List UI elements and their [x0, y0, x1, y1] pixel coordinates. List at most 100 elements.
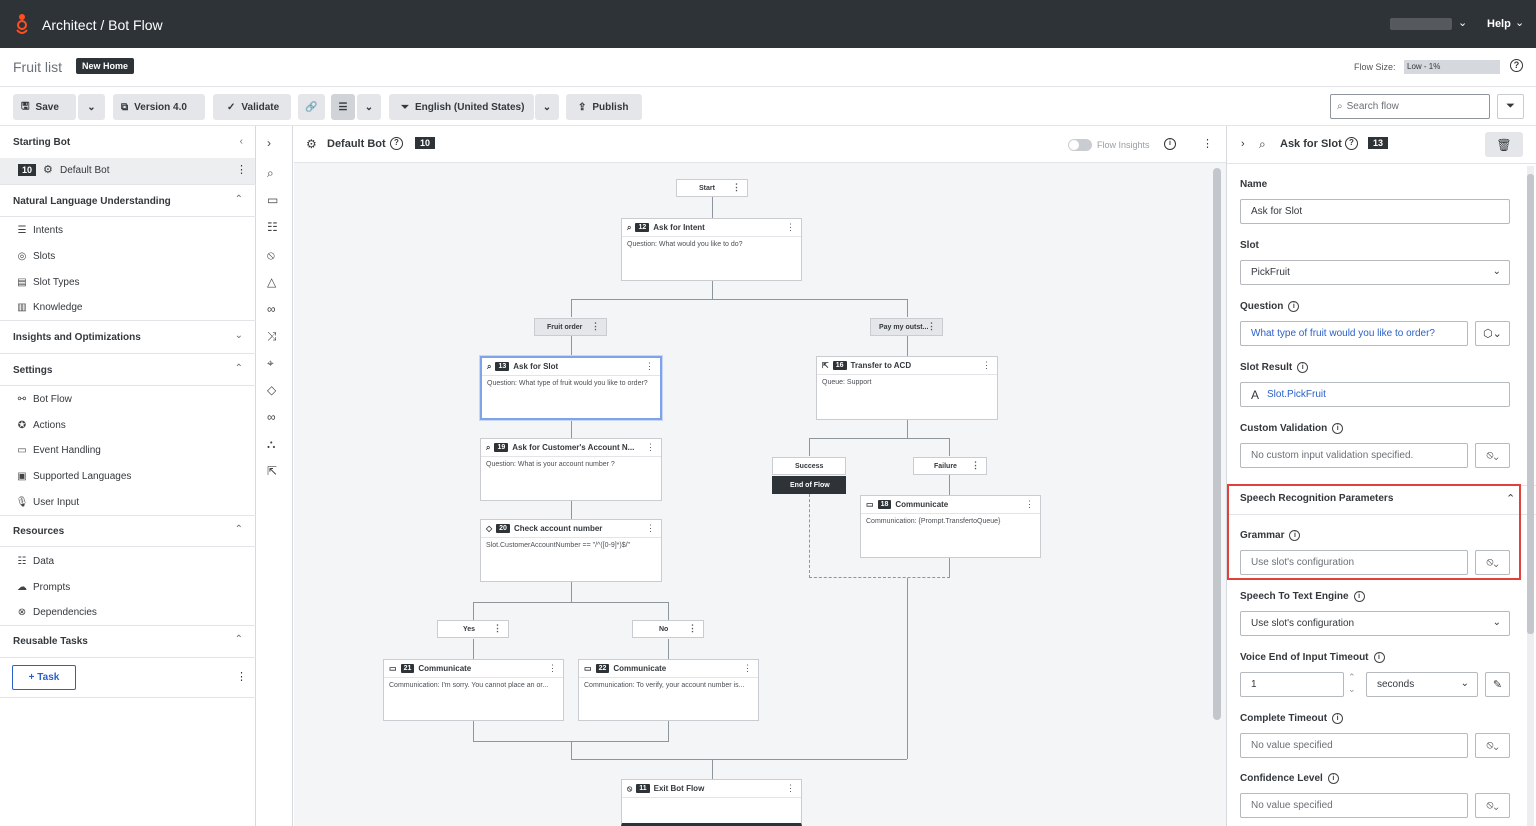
more-icon[interactable]: ⋮ [236, 671, 247, 683]
custom-validation-field[interactable]: No custom input validation specified. [1240, 443, 1468, 468]
info-icon[interactable]: i [1327, 773, 1339, 784]
nav-item-slot-types[interactable]: ▤Slot Types [17, 276, 80, 288]
data-icon[interactable]: ☷ [267, 220, 278, 234]
chevron-up-icon[interactable]: ⌃ [234, 194, 243, 205]
decision-icon[interactable]: ◇ [267, 383, 277, 397]
settings-header[interactable]: Settings [13, 365, 53, 376]
more-icon[interactable]: ⋮ [743, 663, 752, 673]
view-dropdown-button[interactable]: ⌄ [357, 94, 381, 120]
more-icon[interactable]: ⋮ [732, 182, 741, 192]
info-icon[interactable]: i [1353, 591, 1365, 602]
more-icon[interactable]: ⋮ [982, 360, 991, 370]
nav-item-knowledge[interactable]: ▥Knowledge [17, 301, 83, 313]
language-select[interactable]: ⏷English (United States) [389, 94, 534, 120]
chevron-up-icon[interactable]: ⌃ [234, 363, 243, 374]
name-field[interactable]: Ask for Slot [1240, 199, 1510, 224]
complete-timeout-field[interactable]: No value specified [1240, 733, 1468, 758]
info-icon[interactable]: i [1297, 362, 1309, 373]
nav-item-event-handling[interactable]: ▭Event Handling [17, 444, 101, 456]
start-node[interactable]: Start⋮ [676, 179, 748, 197]
add-task-button[interactable]: + Task [12, 665, 76, 690]
filter-button[interactable]: ⏷ [1497, 94, 1524, 119]
info-icon[interactable]: i [1373, 652, 1385, 663]
info-icon[interactable]: i [1164, 138, 1176, 150]
path-success[interactable]: Success [772, 457, 846, 475]
chevron-down-icon[interactable]: ⌄ [234, 330, 243, 341]
save-button[interactable]: 🖫Save [13, 94, 76, 120]
more-icon[interactable]: ⋮ [646, 442, 655, 452]
more-icon[interactable]: ⋮ [786, 783, 795, 793]
delete-button[interactable]: 🗑 [1485, 132, 1523, 157]
search-input[interactable]: ⌕Search flow [1330, 94, 1490, 119]
question-options-button[interactable]: ⬡⌄ [1475, 321, 1510, 346]
hierarchy-icon[interactable]: ⛬ [267, 437, 276, 451]
expand-icon[interactable]: › [267, 136, 271, 150]
info-icon[interactable]: i [1332, 423, 1344, 434]
more-icon[interactable]: ⋮ [645, 361, 654, 371]
warning-icon[interactable]: △ [267, 275, 277, 289]
nav-item-bot-flow[interactable]: ⚯Bot Flow [17, 393, 72, 405]
chevron-down-icon[interactable]: ⌄ [1515, 17, 1525, 29]
help-icon[interactable]: ? [1345, 137, 1358, 150]
nav-item-prompts[interactable]: ☁Prompts [17, 581, 71, 593]
binoculars-icon[interactable]: ∞ [267, 302, 276, 316]
chevron-left-icon[interactable]: ‹ [239, 136, 243, 147]
nav-item-actions[interactable]: ✪Actions [17, 419, 66, 431]
reusable-tasks-header[interactable]: Reusable Tasks [13, 636, 88, 647]
version-button[interactable]: ⧉Version 4.0 [113, 94, 205, 120]
stt-select[interactable]: Use slot's configuration⌄ [1240, 611, 1510, 636]
more-icon[interactable]: ⋮ [591, 321, 600, 331]
more-icon[interactable]: ⋮ [786, 222, 795, 232]
list-view-button[interactable]: ☰ [331, 94, 355, 120]
voice-timeout-unit-select[interactable]: seconds⌄ [1366, 672, 1478, 697]
nav-item-intents[interactable]: ☰Intents [17, 224, 64, 236]
insights-header[interactable]: Insights and Optimizations [13, 332, 141, 343]
chevron-up-icon[interactable]: ⌃ [234, 524, 243, 535]
save-dropdown-button[interactable]: ⌄ [78, 94, 105, 120]
chevron-up-icon[interactable]: ⌃ [1506, 493, 1516, 505]
disconnect-icon[interactable]: ⦸ [267, 248, 275, 262]
path-fruit-order[interactable]: Fruit order⋮ [534, 318, 607, 336]
nav-item-supported-languages[interactable]: ▣Supported Languages [17, 470, 132, 482]
grammar-field[interactable]: Use slot's configuration [1240, 550, 1468, 575]
path-no[interactable]: No⋮ [632, 620, 704, 638]
nav-item-user-input[interactable]: 🎙User Input [15, 496, 80, 508]
edit-button[interactable]: ✎ [1485, 672, 1510, 697]
validate-button[interactable]: ✓Validate [213, 94, 291, 120]
nav-item-data[interactable]: ☷Data [17, 555, 55, 567]
path-failure[interactable]: Failure⋮ [913, 457, 987, 475]
nav-item-slots[interactable]: ◎Slots [17, 250, 56, 262]
panel-scrollbar-track[interactable] [1527, 166, 1534, 826]
info-icon[interactable]: i [1289, 530, 1301, 541]
complete-timeout-options-button[interactable]: ⦸⌄ [1475, 733, 1510, 758]
shuffle-icon[interactable]: ⤨ [267, 329, 277, 343]
more-icon[interactable]: ⋮ [971, 460, 980, 470]
canvas-scrollbar[interactable] [1213, 168, 1221, 720]
voice-timeout-input[interactable]: 1 [1240, 672, 1344, 697]
confidence-options-button[interactable]: ⦸⌄ [1475, 793, 1510, 818]
chevron-right-icon[interactable]: › [1241, 138, 1245, 150]
more-icon[interactable]: ⋮ [1025, 499, 1034, 509]
question-field[interactable]: What type of fruit would you like to ord… [1240, 321, 1468, 346]
publish-button[interactable]: ⇪Publish [566, 94, 642, 120]
path-yes[interactable]: Yes⋮ [437, 620, 509, 638]
chevron-down-icon[interactable]: ⌄ [1458, 17, 1468, 29]
nav-item-dependencies[interactable]: ⊗Dependencies [17, 606, 97, 618]
link-button[interactable]: 🔗 [298, 94, 325, 120]
more-icon[interactable]: ⋮ [927, 321, 936, 331]
number-stepper[interactable]: ⌃⌄ [1348, 672, 1356, 694]
slot-select[interactable]: PickFruit⌄ [1240, 260, 1510, 285]
user-menu[interactable] [1390, 18, 1452, 30]
grammar-options-button[interactable]: ⦸⌄ [1475, 550, 1510, 575]
confidence-field[interactable]: No value specified [1240, 793, 1468, 818]
more-icon[interactable]: ⋮ [236, 164, 247, 176]
loop-icon[interactable]: ∞ [267, 410, 276, 424]
